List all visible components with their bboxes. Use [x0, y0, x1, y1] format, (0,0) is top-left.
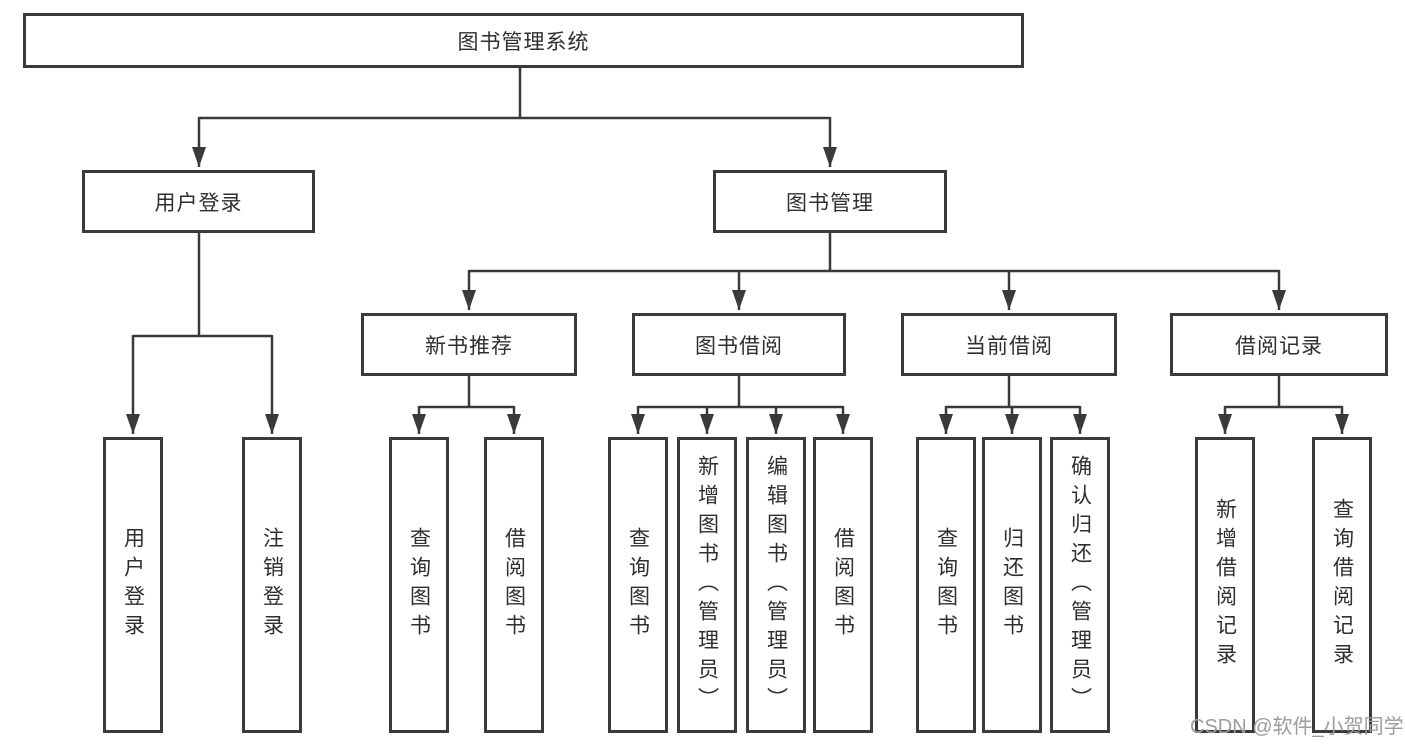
leaf-add-book-admin-label: 新增图书（管理员） [695, 454, 719, 716]
leaf-user-login: 用户登录 [103, 437, 163, 733]
leaf-query-book-recommend: 查询图书 [389, 437, 449, 733]
connector-current-borrow-children [939, 376, 1087, 434]
leaf-query-borrow-record: 查询借阅记录 [1312, 437, 1372, 733]
node-user-login-module: 用户登录 [82, 170, 315, 233]
leaf-return-book: 归还图书 [982, 437, 1042, 733]
leaf-user-login-label: 用户登录 [121, 527, 145, 643]
node-new-book-recommend-label: 新书推荐 [425, 334, 513, 358]
connector-root-to-level2 [192, 68, 837, 167]
node-book-management-label: 图书管理 [786, 191, 874, 215]
connector-user-login-children [126, 233, 279, 434]
node-borrow-records-label: 借阅记录 [1235, 334, 1323, 358]
leaf-confirm-return-admin: 确认归还（管理员） [1050, 437, 1110, 733]
leaf-add-borrow-record-label: 新增借阅记录 [1213, 498, 1237, 672]
leaf-query-book-borrow: 查询图书 [608, 437, 668, 733]
node-user-login-module-label: 用户登录 [154, 191, 243, 215]
leaf-edit-book-admin: 编辑图书（管理员） [746, 437, 806, 733]
leaf-logout: 注销登录 [242, 437, 302, 733]
leaf-add-book-admin: 新增图书（管理员） [677, 437, 737, 733]
leaf-query-borrow-record-label: 查询借阅记录 [1330, 498, 1354, 672]
node-current-borrow-label: 当前借阅 [965, 334, 1053, 358]
leaf-add-borrow-record: 新增借阅记录 [1195, 437, 1255, 733]
node-book-borrow: 图书借阅 [632, 313, 846, 376]
node-borrow-records: 借阅记录 [1170, 313, 1388, 376]
node-book-borrow-label: 图书借阅 [695, 334, 783, 358]
leaf-borrow-book-borrow-label: 借阅图书 [831, 527, 855, 643]
connector-book-borrow-children [631, 376, 850, 434]
leaf-confirm-return-admin-label: 确认归还（管理员） [1068, 454, 1092, 716]
leaf-edit-book-admin-label: 编辑图书（管理员） [764, 454, 788, 716]
leaf-query-book-recommend-label: 查询图书 [407, 527, 431, 643]
connector-borrow-records-children [1218, 376, 1349, 434]
leaf-borrow-book-recommend: 借阅图书 [484, 437, 544, 733]
leaf-query-book-borrow-label: 查询图书 [626, 527, 650, 643]
leaf-query-book-current-label: 查询图书 [934, 527, 958, 643]
node-root: 图书管理系统 [23, 13, 1024, 68]
csdn-watermark: CSDN @软件_小贺同学 [1190, 716, 1404, 738]
node-current-borrow: 当前借阅 [901, 313, 1117, 376]
node-book-management: 图书管理 [713, 170, 947, 233]
connector-book-management-children [462, 233, 1286, 310]
leaf-borrow-book-borrow: 借阅图书 [813, 437, 873, 733]
leaf-return-book-label: 归还图书 [1000, 527, 1024, 643]
leaf-query-book-current: 查询图书 [916, 437, 976, 733]
node-new-book-recommend: 新书推荐 [361, 313, 577, 376]
leaf-borrow-book-recommend-label: 借阅图书 [502, 527, 526, 643]
node-root-label: 图书管理系统 [457, 30, 590, 54]
leaf-logout-label: 注销登录 [260, 527, 284, 643]
connector-new-book-recommend-children [412, 376, 521, 434]
